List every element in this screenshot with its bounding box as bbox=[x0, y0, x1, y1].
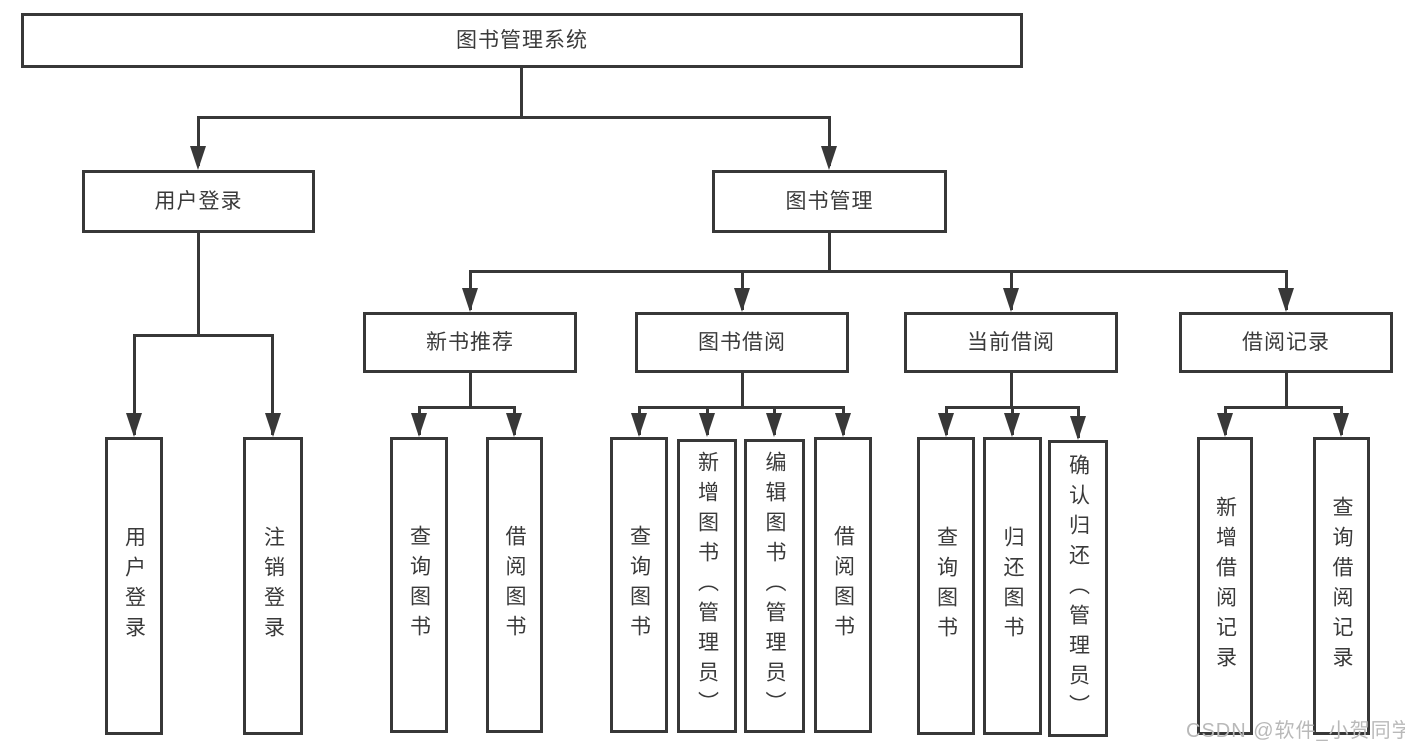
arrow-down-icon bbox=[821, 146, 837, 170]
leaf-confirm-return-admin: 确认归还（管理员） bbox=[1048, 440, 1108, 737]
node-label: 借阅记录 bbox=[1242, 331, 1330, 354]
node-label: 编辑图书（管理员） bbox=[763, 451, 786, 721]
arrow-down-icon bbox=[462, 288, 478, 312]
node-label: 查询图书 bbox=[407, 525, 431, 645]
connector-line bbox=[638, 406, 845, 409]
node-label: 查询图书 bbox=[627, 525, 651, 645]
arrow-down-icon bbox=[1278, 288, 1294, 312]
arrow-down-icon bbox=[411, 413, 427, 437]
leaf-return-book: 归还图书 bbox=[983, 437, 1042, 735]
node-label: 图书管理系统 bbox=[456, 29, 588, 52]
arrow-down-icon bbox=[1070, 416, 1086, 440]
arrow-down-icon bbox=[766, 413, 782, 437]
node-label: 确认归还（管理员） bbox=[1066, 453, 1090, 724]
node-borrow-record: 借阅记录 bbox=[1179, 312, 1393, 373]
node-label: 图书借阅 bbox=[698, 331, 786, 354]
arrow-down-icon bbox=[1004, 413, 1020, 437]
arrow-down-icon bbox=[938, 413, 954, 437]
node-label: 查询借阅记录 bbox=[1330, 496, 1353, 676]
node-label: 归还图书 bbox=[1001, 526, 1024, 646]
node-label: 借阅图书 bbox=[831, 525, 855, 645]
connector-line bbox=[133, 334, 274, 337]
node-label: 用户登录 bbox=[122, 526, 146, 646]
connector-line bbox=[197, 233, 200, 337]
node-user-login: 用户登录 bbox=[82, 170, 315, 233]
connector-line bbox=[828, 116, 831, 166]
node-label: 当前借阅 bbox=[967, 331, 1055, 354]
arrow-down-icon bbox=[631, 413, 647, 437]
arrow-down-icon bbox=[126, 413, 142, 437]
node-book-management: 图书管理 bbox=[712, 170, 947, 233]
arrow-down-icon bbox=[699, 413, 715, 437]
connector-line bbox=[520, 68, 523, 118]
node-label: 用户登录 bbox=[154, 190, 243, 213]
leaf-borrow-book: 借阅图书 bbox=[486, 437, 543, 733]
watermark: CSDN @软件_小贺同学 bbox=[1186, 720, 1405, 742]
connector-line bbox=[418, 406, 516, 409]
node-current-borrow: 当前借阅 bbox=[904, 312, 1118, 373]
connector-line bbox=[271, 334, 274, 435]
connector-line bbox=[133, 334, 136, 435]
connector-line bbox=[1224, 406, 1343, 409]
arrow-down-icon bbox=[1217, 413, 1233, 437]
connector-line bbox=[1010, 373, 1013, 409]
leaf-add-book-admin: 新增图书（管理员） bbox=[677, 439, 737, 733]
node-label: 借阅图书 bbox=[503, 525, 526, 645]
node-label: 新书推荐 bbox=[426, 331, 514, 354]
leaf-logout: 注销登录 bbox=[243, 437, 303, 735]
leaf-user-login: 用户登录 bbox=[105, 437, 163, 735]
leaf-borrow-book: 借阅图书 bbox=[814, 437, 872, 733]
connector-line bbox=[197, 116, 831, 119]
node-label: 新增借阅记录 bbox=[1213, 496, 1237, 676]
leaf-query-book: 查询图书 bbox=[610, 437, 668, 733]
arrow-down-icon bbox=[734, 288, 750, 312]
connector-line bbox=[828, 233, 831, 273]
node-label: 注销登录 bbox=[261, 526, 285, 646]
arrow-down-icon bbox=[1003, 288, 1019, 312]
node-label: 查询图书 bbox=[934, 526, 958, 646]
leaf-query-borrow-record: 查询借阅记录 bbox=[1313, 437, 1370, 735]
arrow-down-icon bbox=[265, 413, 281, 437]
connector-line bbox=[741, 373, 744, 409]
leaf-query-book: 查询图书 bbox=[390, 437, 448, 733]
leaf-edit-book-admin: 编辑图书（管理员） bbox=[744, 439, 805, 733]
arrow-down-icon bbox=[506, 413, 522, 437]
leaf-add-borrow-record: 新增借阅记录 bbox=[1197, 437, 1253, 735]
arrow-down-icon bbox=[1333, 413, 1349, 437]
connector-line bbox=[1285, 373, 1288, 409]
node-new-book-recommend: 新书推荐 bbox=[363, 312, 577, 373]
arrow-down-icon bbox=[835, 413, 851, 437]
node-book-borrow: 图书借阅 bbox=[635, 312, 849, 373]
node-root: 图书管理系统 bbox=[21, 13, 1023, 68]
arrow-down-icon bbox=[190, 146, 206, 170]
node-label: 新增图书（管理员） bbox=[695, 451, 719, 721]
connector-line bbox=[197, 116, 200, 166]
connector-line bbox=[469, 270, 1287, 273]
node-label: 图书管理 bbox=[785, 190, 874, 213]
connector-line bbox=[469, 373, 472, 409]
leaf-query-book: 查询图书 bbox=[917, 437, 975, 735]
